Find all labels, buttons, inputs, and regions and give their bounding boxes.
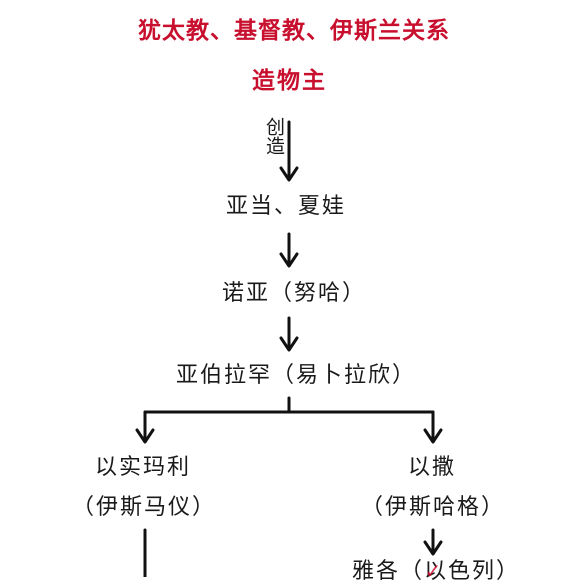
root-node-creator: 造物主 bbox=[252, 68, 327, 94]
arrow-noah-abraham-head bbox=[279, 336, 299, 352]
node-noah: 诺亚（努哈） bbox=[222, 281, 367, 306]
branch-left-head bbox=[135, 428, 155, 444]
node-ishmael: 以实玛利 bbox=[95, 455, 192, 480]
arrow-create-head bbox=[279, 166, 299, 182]
red-check-mark: ✓ bbox=[424, 559, 442, 583]
arrow-adam-noah-head bbox=[279, 252, 299, 268]
diagram-title: 犹太教、基督教、伊斯兰关系 bbox=[138, 18, 450, 44]
branch-right-head bbox=[423, 428, 443, 444]
node-ishmael-alt: （伊斯马仪） bbox=[72, 495, 217, 520]
node-adam-eve: 亚当、夏娃 bbox=[226, 194, 347, 219]
node-abraham: 亚伯拉罕（易卜拉欣） bbox=[176, 363, 417, 388]
node-isaac: 以撒 bbox=[408, 455, 457, 480]
edge-label-create: 创造 bbox=[263, 117, 285, 155]
node-isaac-alt: （伊斯哈格） bbox=[361, 495, 506, 520]
arrow-isaac-jacob-head bbox=[423, 540, 443, 556]
